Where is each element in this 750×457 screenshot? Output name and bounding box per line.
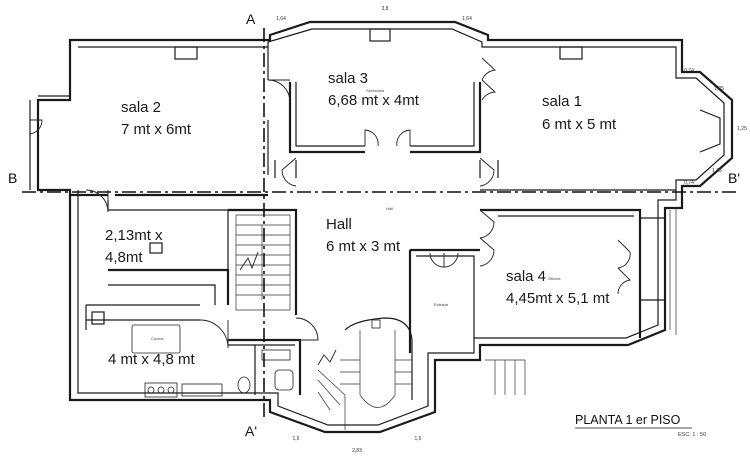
sala3-size: 6,68 mt x 4mt	[328, 92, 420, 109]
dim-top-left: 1,64	[276, 16, 286, 22]
dim-right-3: 1,25	[737, 126, 747, 132]
room-sala3: sala 3 Secretaria 6,68 mt x 4mt	[328, 70, 420, 109]
sala3-name: sala 3	[328, 70, 368, 87]
dim-top-center: 3,8	[382, 6, 389, 12]
sala4-size: 4,45mt x 5,1 mt	[506, 290, 610, 307]
hall-size: 6 mt x 3 mt	[326, 238, 401, 255]
sala1-name: sala 1	[542, 93, 582, 110]
doors	[29, 57, 631, 349]
section-a-top-label: A	[246, 11, 256, 27]
room213-line2: 4,8mt	[105, 249, 143, 266]
kitchen-size: 4 mt x 4,8 mt	[108, 351, 196, 368]
sala4-small-label: Oficina	[548, 276, 561, 281]
dimension-labels: 3,8 1,64 1,64 0,74 1,25 1,25 1,25 0,74 2…	[276, 6, 747, 454]
sala2-name: sala 2	[121, 99, 161, 116]
chimneys	[91, 28, 583, 325]
sala4-name: sala 4	[506, 268, 546, 285]
interior-walls	[70, 47, 677, 430]
stair-break-lines	[239, 251, 337, 366]
dim-right-4: 1,25	[712, 168, 722, 174]
dim-right-5: 0,74	[684, 180, 694, 186]
room213-line1: 2,13mt x	[105, 227, 163, 244]
kitchen-small-label: Cocina	[151, 336, 164, 341]
dim-bottom-right: 1,6	[415, 436, 422, 442]
room-sala1: sala 1 6 mt x 5 mt	[542, 93, 617, 133]
sala1-size: 6 mt x 5 mt	[542, 116, 617, 133]
entrada-small-label: Entrada	[434, 302, 449, 307]
sala2-size: 7 mt x 6mt	[121, 121, 192, 138]
plan-title: PLANTA 1 er PISO	[575, 413, 681, 427]
section-a-bottom-label: A'	[245, 423, 257, 439]
dim-bottom-center: 2,83	[352, 448, 362, 454]
hall-small-label: Hall	[386, 206, 393, 211]
room-sala2: sala 2 7 mt x 6mt	[121, 99, 192, 138]
section-lines	[22, 28, 738, 420]
dim-top-right: 1,64	[462, 16, 472, 22]
stair-treads-upper	[236, 224, 290, 296]
sala3-small-label: Secretaria	[366, 88, 385, 93]
hall-name: Hall	[326, 216, 352, 233]
room-sala4: sala 4 Oficina 4,45mt x 5,1 mt	[506, 268, 610, 307]
dim-right-2: 1,25	[714, 86, 724, 92]
plan-scale: ESC. 1 : 50	[678, 432, 706, 438]
room-kitchen: Cocina 4 mt x 4,8 mt	[108, 336, 196, 368]
room-hall: Hall Hall 6 mt x 3 mt	[326, 206, 401, 255]
dim-right-1: 0,74	[684, 68, 694, 74]
room-small: 2,13mt x 4,8mt	[105, 227, 163, 266]
dim-bottom-left: 1,6	[293, 436, 300, 442]
section-b-right-label: B'	[728, 170, 740, 186]
fixtures	[131, 109, 721, 398]
section-b-left-label: B	[8, 170, 17, 186]
